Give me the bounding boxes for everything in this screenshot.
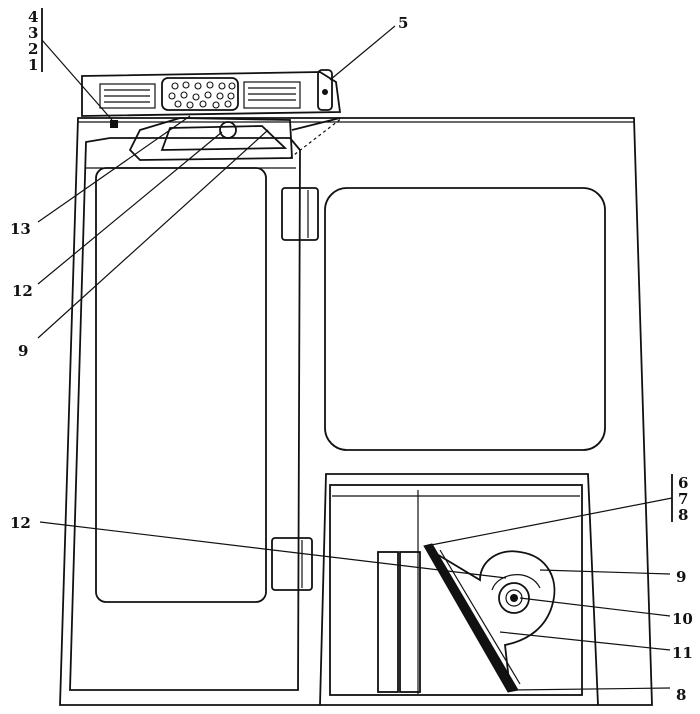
label-11: 11 [672, 644, 693, 662]
leader-13 [37, 115, 191, 223]
leader-10 [519, 597, 671, 617]
label-12-top: 12 [12, 282, 33, 300]
upper-mechanism-tray [160, 125, 288, 151]
filter-bar-left [377, 551, 399, 693]
label-6: 6 [678, 474, 688, 492]
label-9-right: 9 [676, 568, 686, 586]
label-8-bottom: 8 [676, 686, 686, 704]
diagonal-filter-plate [423, 543, 519, 693]
upper-mechanism-roller [219, 121, 237, 139]
lower-compartment-outer [319, 473, 599, 706]
label-1: 1 [28, 56, 38, 74]
fan-hub [498, 582, 530, 614]
upper-mechanism [128, 117, 293, 161]
label-5: 5 [398, 14, 408, 32]
fan-scroll-housing [427, 547, 556, 691]
leader-11 [499, 631, 671, 651]
leader-12-top [37, 131, 223, 285]
leader-6-8 [425, 497, 673, 547]
upper-connector-dash [289, 117, 343, 159]
label-13: 13 [10, 220, 31, 238]
label-8-right: 8 [678, 506, 688, 524]
filter-plate-edge [439, 549, 521, 685]
label-3: 3 [28, 24, 38, 42]
keypad-buttons [168, 81, 236, 109]
right-panel-window [324, 187, 606, 451]
label-7: 7 [678, 490, 688, 508]
control-vent-right [243, 81, 301, 109]
left-door-outer [69, 137, 301, 691]
fan-inner-curve [491, 574, 541, 591]
lower-compartment-inner [329, 484, 583, 696]
label-9-top: 9 [18, 342, 28, 360]
leader-1-4 [41, 39, 113, 121]
control-knob [317, 69, 333, 111]
label-2: 2 [28, 40, 38, 58]
leader-9-right [539, 569, 671, 575]
control-unit-housing [81, 71, 342, 117]
filter-bar-right [399, 551, 421, 693]
leader-12-bottom [39, 521, 507, 579]
label-4: 4 [28, 8, 38, 26]
left-small-switch [110, 120, 118, 128]
control-knob-dot [322, 89, 328, 95]
control-vent-left [99, 83, 156, 109]
cabinet-outline [59, 117, 653, 706]
upper-hinge [281, 187, 319, 241]
lower-hinge [271, 537, 313, 591]
leader-5 [329, 25, 396, 81]
left-door-window [95, 167, 267, 603]
label-12-bottom: 12 [10, 514, 31, 532]
upper-connector-rod [291, 117, 341, 131]
leader-9-top [37, 129, 269, 339]
label-10: 10 [672, 610, 693, 628]
leader-8-bottom [511, 687, 671, 691]
fan-hub-center [510, 594, 518, 602]
control-keypad [161, 77, 239, 111]
